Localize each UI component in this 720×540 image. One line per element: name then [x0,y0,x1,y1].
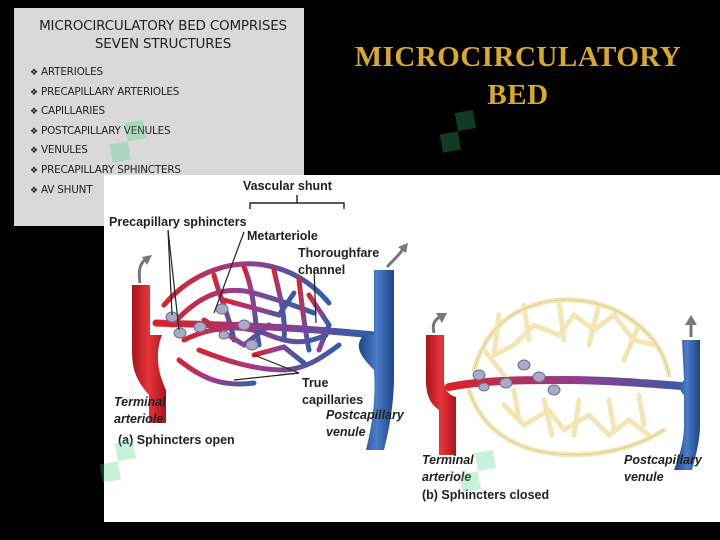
sphincter-icon [532,371,546,383]
list-heading-line-1: MICROCIRCULATORY BED COMPRISES [39,18,287,34]
panel-open [132,195,408,450]
list-item-label: POSTCAPILLARY VENULES [41,124,171,137]
postcapillary-venule-closed [674,340,700,470]
list-item: ❖VENULES [30,141,296,161]
leader-lines-open [167,229,317,381]
label-terminal-arteriole-a-line-1: Terminal [114,395,166,409]
list-heading: MICROCIRCULATORY BED COMPRISES SEVEN STR… [30,17,296,53]
label-postcapillary-venule-b-line-1: Postcapillary [624,453,702,467]
arrowhead-icon [685,315,697,325]
caption-sphincters-closed: (b) Sphincters closed [422,488,550,502]
label-thoroughfare-line-1: Thoroughfare [298,246,380,260]
sphincter-icon [218,330,230,340]
terminal-arteriole-closed [426,335,456,455]
microcirculation-figure: Vascular shunt Precapillary sphincters M… [104,175,720,522]
bullet-icon: ❖ [30,107,38,118]
bullet-icon: ❖ [30,87,38,98]
list-item: ❖ARTERIOLES [30,63,296,83]
label-postcapillary-venule-b-line-2: venule [624,470,664,484]
panel-closed [426,297,700,470]
bullet-icon: ❖ [30,165,38,176]
label-vascular-shunt: Vascular shunt [243,179,332,193]
sphincter-icon [193,321,207,333]
sphincter-icon [245,339,259,351]
structures-list-box: MICROCIRCULATORY BED COMPRISES SEVEN STR… [14,8,304,226]
list-item: ❖PRECAPILLARY SPHINCTERS [30,161,296,181]
arrowhead-icon [142,255,152,265]
slide-title-line-1: MICROCIRCULATORY [354,41,682,73]
sphincter-icon [215,303,229,315]
list-item-label: PRECAPILLARY ARTERIOLES [41,85,180,98]
label-true-capillaries-line-1: True [302,376,329,390]
label-precapillary-sphincters: Precapillary sphincters [109,215,247,229]
slide-title: MICROCIRCULATORY BED [318,38,718,114]
sphincter-group-closed [472,359,561,396]
arrowhead-icon [398,243,408,253]
postcapillary-venule-open [358,270,394,450]
flow-arrow-out-icon [385,246,406,268]
bullet-icon: ❖ [30,126,38,137]
list-item: ❖AV SHUNT [30,181,296,201]
sphincter-icon [517,359,531,371]
vessel-illustration [132,195,700,470]
list-item: ❖POSTCAPILLARY VENULES [30,122,296,142]
list-heading-line-2: SEVEN STRUCTURES [94,36,232,52]
sphincter-icon [499,377,513,389]
list-item-label: CAPILLARIES [41,105,105,118]
list-item-label: PRECAPILLARY SPHINCTERS [41,163,181,176]
list-item: ❖CAPILLARIES [30,102,296,122]
vascular-shunt-bracket [249,195,345,209]
sphincter-icon [173,327,187,339]
slide-title-line-2: BED [487,79,549,111]
sphincter-group-open [165,303,259,351]
bullet-icon: ❖ [30,146,38,157]
label-postcapillary-venule-a-line-2: venule [326,425,366,439]
capillary-network-closed-outline [468,299,670,456]
label-postcapillary-venule-a-line-1: Postcapillary [326,408,404,422]
sphincter-icon [237,319,251,331]
bullet-icon: ❖ [30,185,38,196]
list-item-label: AV SHUNT [41,183,93,196]
thoroughfare-channel-closed [445,375,698,391]
label-terminal-arteriole-a-line-2: arteriole [114,412,164,426]
label-terminal-arteriole-b-line-2: arteriole [422,470,472,484]
list-item-label: VENULES [41,144,88,157]
structures-list: ❖ARTERIOLES ❖PRECAPILLARY ARTERIOLES ❖CA… [30,63,296,200]
sphincter-icon [547,384,561,396]
arrowhead-icon [436,313,447,323]
list-item-label: ARTERIOLES [41,66,103,78]
caption-sphincters-open: (a) Sphincters open [118,433,235,447]
label-thoroughfare-line-2: channel [298,263,346,277]
label-metarteriole: Metarteriole [247,229,318,243]
sphincter-icon [472,369,486,381]
terminal-arteriole-open [132,285,166,423]
sphincter-icon [478,382,490,392]
flow-arrow-in-icon [137,257,147,284]
bullet-icon: ❖ [30,68,38,78]
label-true-capillaries-line-2: capillaries [302,393,364,407]
label-terminal-arteriole-b-line-1: Terminal [422,453,474,467]
list-item: ❖PRECAPILLARY ARTERIOLES [30,83,296,103]
flow-arrow-in-icon [431,315,441,334]
